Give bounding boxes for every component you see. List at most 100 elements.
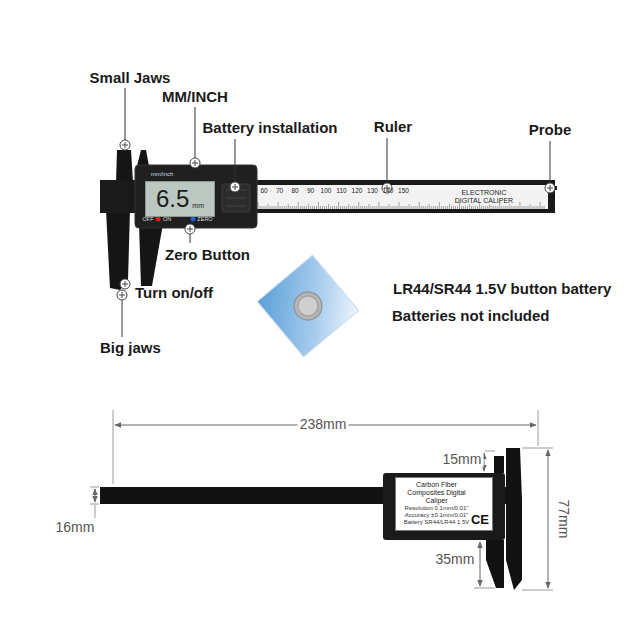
tick — [358, 202, 359, 209]
tick — [296, 206, 297, 209]
tick — [342, 206, 343, 209]
tick — [429, 204, 430, 209]
tick — [336, 206, 337, 209]
printed-marking: ON — [163, 216, 171, 222]
tick — [276, 206, 277, 209]
callout-marker — [120, 140, 130, 150]
battery-card — [257, 255, 358, 356]
tick — [540, 202, 541, 209]
tick — [447, 206, 448, 209]
tick — [382, 206, 383, 209]
printed-marking: OFF — [143, 216, 154, 222]
spec-text: Resolution 0.1mm/0.01" — [399, 505, 474, 512]
tick — [509, 204, 510, 209]
tick — [525, 206, 526, 209]
tick — [437, 206, 438, 209]
zero-button — [191, 217, 196, 222]
tick — [274, 206, 275, 209]
printed-marking: 120 — [352, 187, 363, 194]
tick — [421, 206, 422, 209]
tick — [260, 206, 261, 209]
spec-plate: Carbon Fiber Composites Digital CaliperR… — [395, 477, 493, 531]
leader-line — [235, 139, 236, 182]
fixed-jaw — [506, 448, 522, 590]
tick — [316, 206, 317, 209]
slider-housing — [135, 165, 257, 228]
tick — [507, 206, 508, 209]
tick — [423, 206, 424, 209]
tick — [366, 206, 367, 209]
tick — [258, 202, 259, 209]
slider-housing — [383, 473, 505, 540]
tick — [473, 206, 474, 209]
tick — [405, 206, 406, 209]
printed-marking: 100 — [321, 187, 332, 194]
cover-grip — [226, 206, 246, 207]
extension-line — [522, 590, 553, 591]
tick — [435, 206, 436, 209]
tick — [280, 206, 281, 209]
leader-line — [122, 300, 123, 337]
button-battery — [288, 286, 327, 325]
tick — [390, 206, 391, 209]
tick — [542, 206, 543, 209]
tick — [485, 206, 486, 209]
cover-grip — [226, 198, 246, 199]
tick — [350, 206, 351, 209]
tick — [513, 206, 514, 209]
lcd-reading: 6.5 — [156, 185, 189, 213]
tick — [318, 202, 319, 209]
button-battery — [294, 292, 322, 320]
tick — [407, 206, 408, 209]
tick — [395, 206, 396, 209]
tick — [354, 206, 355, 209]
tick — [403, 206, 404, 209]
tick — [409, 204, 410, 209]
tick — [532, 206, 533, 209]
tick — [417, 206, 418, 209]
tick — [370, 206, 371, 209]
tick — [401, 206, 402, 209]
callout-marker — [545, 183, 555, 193]
tick — [451, 206, 452, 209]
tick — [328, 204, 329, 209]
tick — [374, 206, 375, 209]
tick — [536, 206, 537, 209]
tick — [272, 206, 273, 209]
tick — [306, 206, 307, 209]
tick — [463, 206, 464, 209]
tick — [521, 206, 522, 209]
tick — [362, 206, 363, 209]
tick — [376, 206, 377, 209]
printed-marking: ELECTRONIC DIGITAL CALIPER — [453, 189, 515, 204]
tick — [467, 206, 468, 209]
small-jaw-movable — [137, 150, 149, 166]
small-jaw — [116, 150, 133, 182]
tick — [264, 206, 265, 209]
tick — [388, 204, 389, 209]
leader-line — [195, 107, 196, 158]
tick — [393, 206, 394, 209]
tick — [411, 206, 412, 209]
tick — [332, 206, 333, 209]
tick — [439, 202, 440, 209]
printed-marking: 130 — [367, 187, 378, 194]
tick — [477, 206, 478, 209]
card — [257, 255, 358, 356]
tick — [519, 202, 520, 209]
tick — [515, 206, 516, 209]
tick — [324, 206, 325, 209]
tick — [384, 206, 385, 209]
tick — [471, 206, 472, 209]
dimension-line — [548, 450, 549, 588]
tick — [457, 206, 458, 209]
tick — [517, 206, 518, 209]
small-jaw — [494, 456, 504, 473]
tick — [461, 206, 462, 209]
ce-mark: CE — [471, 513, 489, 528]
spec-text: Battery SR44/LR44 1.5V — [399, 519, 474, 526]
tick — [503, 206, 504, 209]
extension-line — [113, 410, 114, 484]
tick — [288, 204, 289, 209]
callout-label: LR44/SR44 1.5V button battery — [393, 281, 611, 298]
